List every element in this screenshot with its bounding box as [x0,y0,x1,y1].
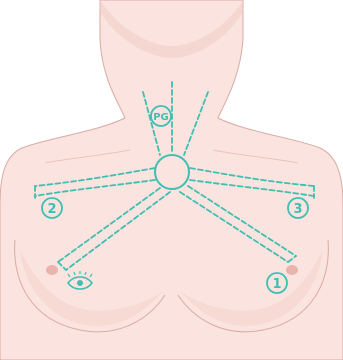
right-nipple [286,265,298,275]
center-port-circle [155,155,189,189]
pg-label: PG [153,112,169,123]
site-1-marker: 1 [267,273,287,293]
pg-marker: PG [151,106,171,126]
left-nipple [46,265,58,275]
site-2-marker: 2 [42,198,62,218]
site-3-label: 3 [293,202,302,217]
site-2-label: 2 [47,202,56,217]
site-3-marker: 3 [288,198,308,218]
site-1-label: 1 [272,277,281,292]
